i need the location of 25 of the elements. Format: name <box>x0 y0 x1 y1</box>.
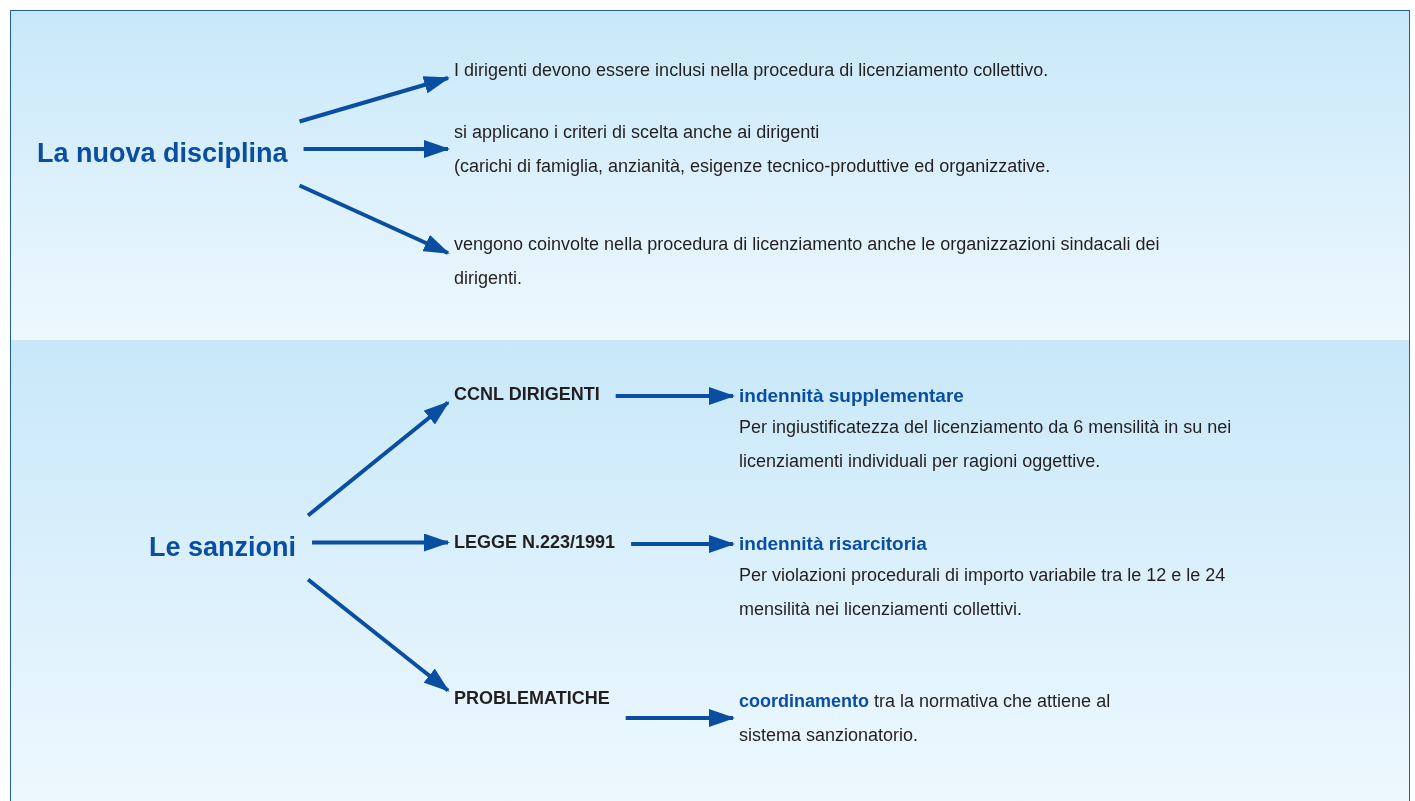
arrow <box>303 140 450 158</box>
arrow <box>306 577 450 693</box>
arrow <box>306 400 450 518</box>
band-panel <box>11 340 1409 801</box>
item-label: LEGGE N.223/1991 <box>454 532 616 553</box>
arrow <box>312 533 450 552</box>
description-text: coordinamento tra la normativa che attiene al sistema sanzionatorio. <box>739 684 1139 752</box>
band-panel <box>11 11 1409 340</box>
description-text: (carichi di famiglia, anzianità, esigenze tecnico-produttive ed organizzative. <box>454 155 1052 178</box>
arrow <box>615 387 735 405</box>
description-text: Per ingiustificatezza del licenziamento da 6 mensilità in su nei licenziamenti individuali per ragioni oggettive. <box>739 416 1233 473</box>
item-label: CCNL DIRIGENTI <box>454 384 600 405</box>
arrow <box>298 183 450 255</box>
topic-label: Le sanzioni <box>149 532 297 563</box>
description-text: I dirigenti devono essere inclusi nella procedura di licenziamento collettivo. <box>454 53 1394 87</box>
arrow <box>631 535 735 553</box>
description-text: Per violazioni procedurali di importo variabile tra le 12 e le 24 mensilità nei licenziamenti collettivi. <box>739 564 1227 621</box>
section-heading: indennità supplementare <box>739 384 965 408</box>
section-heading: indennità risarcitoria <box>739 532 928 556</box>
arrow <box>625 709 735 727</box>
arrow <box>299 76 450 124</box>
description-text: vengono coinvolte nella procedura di licenziamento anche le organizzazioni sindacali dei dirigenti. <box>454 227 1174 295</box>
description-text: si applicano i criteri di scelta anche ai dirigenti <box>454 121 821 144</box>
topic-label: La nuova disciplina <box>37 138 288 169</box>
item-label: PROBLEMATICHE <box>454 688 610 709</box>
